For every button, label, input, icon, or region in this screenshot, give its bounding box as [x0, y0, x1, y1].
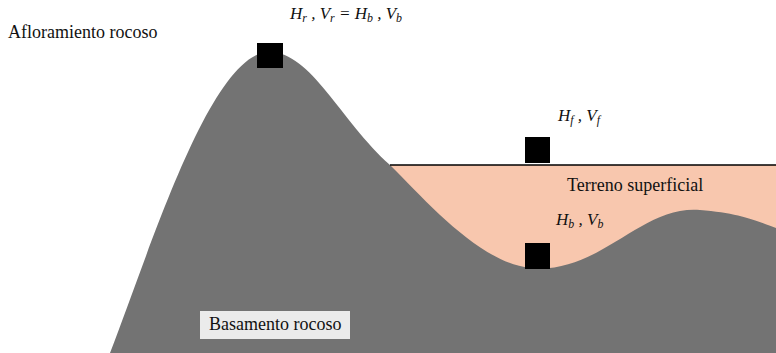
region-label: Terreno superficial: [567, 175, 703, 197]
box-text: Basamento rocoso: [209, 314, 341, 334]
sensor-label: Hb , Vb: [556, 210, 603, 230]
sensor-square: [525, 137, 550, 163]
ground-surface-line: [390, 164, 776, 166]
sensor-square: [257, 43, 283, 68]
sensor-label: Hr , Vr = Hb , Vb: [290, 4, 402, 24]
sensor-label: Hf , Vf: [558, 106, 600, 126]
bedrock: [110, 52, 776, 353]
text-box: Basamento rocoso: [200, 311, 350, 339]
sensor-square: [525, 243, 550, 269]
region-label: Afloramiento rocoso: [8, 22, 157, 44]
